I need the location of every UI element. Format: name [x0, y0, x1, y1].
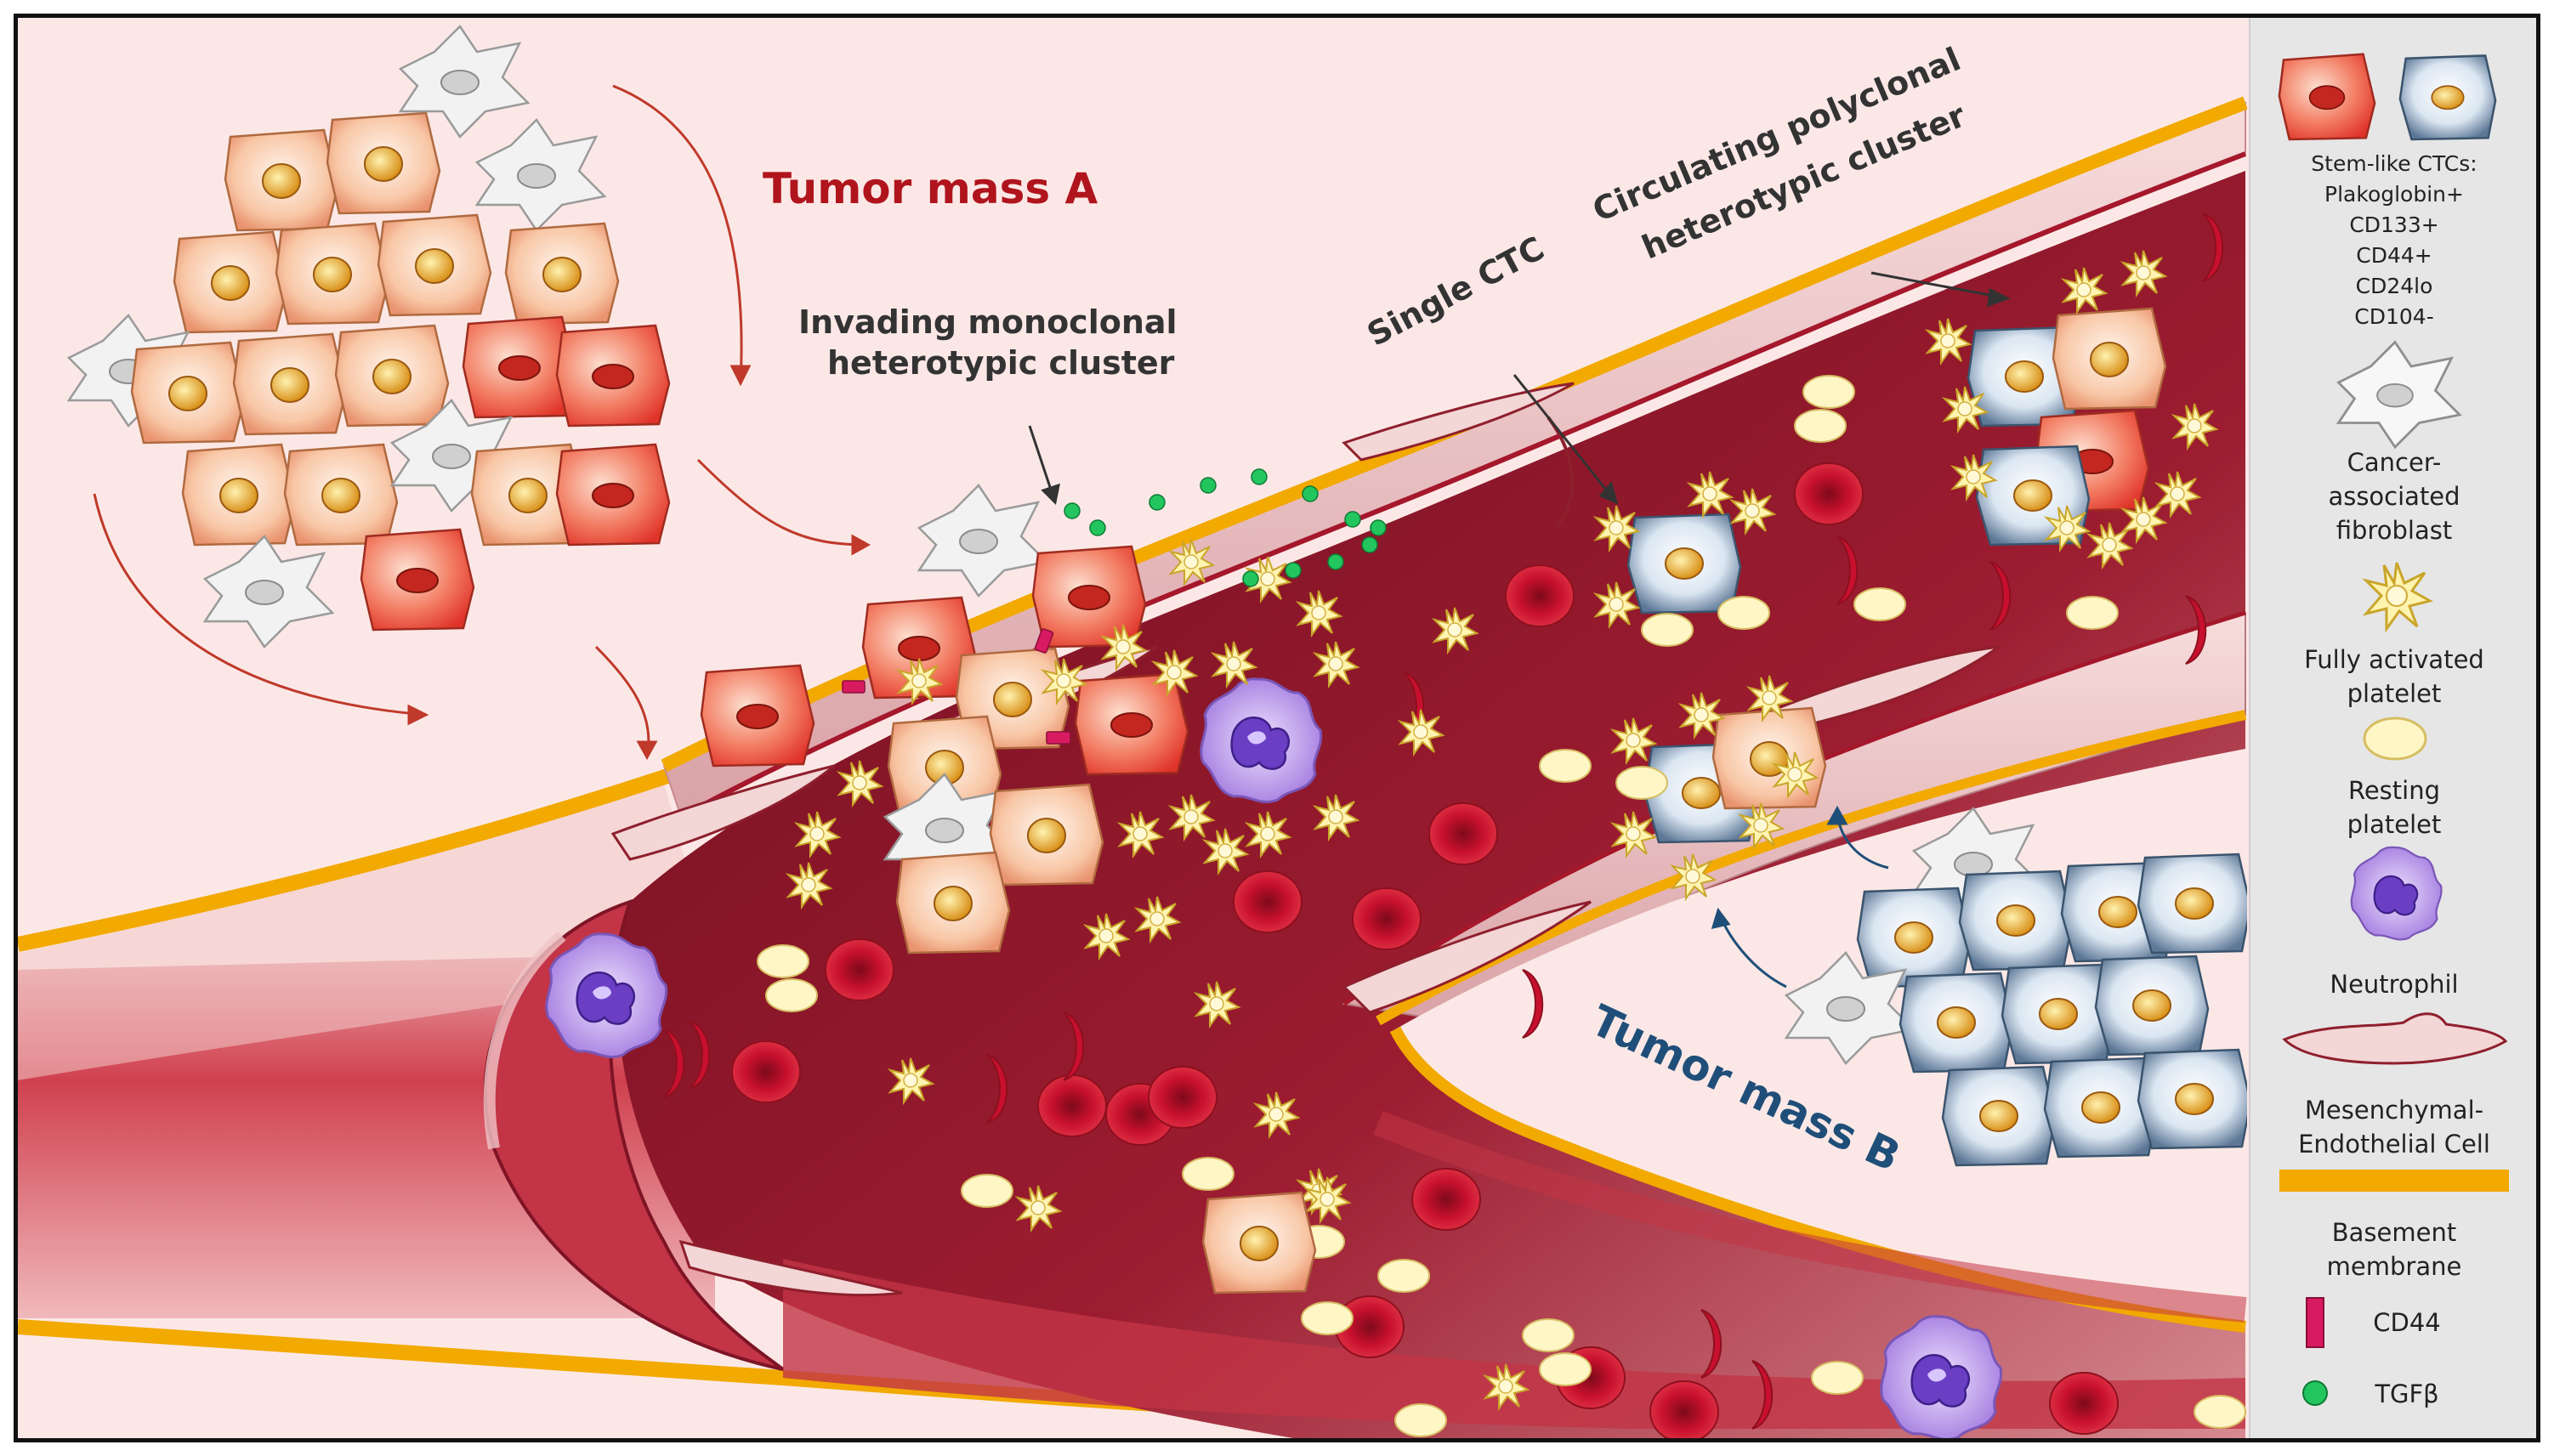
resting-platelet-icon — [2363, 717, 2427, 761]
label-tumor-mass-a: Tumor mass A — [763, 164, 1098, 213]
legend-icons — [2278, 53, 2509, 1406]
legend-resting-platelet-1: Resting — [2347, 776, 2440, 805]
label-invading-line1: Invading monoclonal — [798, 303, 1178, 341]
legend-stem-marker-2: CD133+ — [2349, 212, 2439, 237]
lumen-tumor-cell — [1201, 1191, 1317, 1295]
fibroblast-icon — [2335, 340, 2462, 450]
legend-fibroblast-3: fibroblast — [2335, 516, 2453, 545]
label-invading-line2: heterotypic cluster — [827, 344, 1175, 382]
legend-endothelial-1: Mesenchymal- — [2304, 1096, 2484, 1125]
tumor-cell-icon — [2278, 53, 2376, 141]
legend-fibroblast-1: Cancer- — [2347, 448, 2442, 477]
tumor-a-arrows — [93, 84, 871, 761]
neutrophil-icon — [2350, 846, 2443, 941]
legend-tgfb: TGFβ — [2375, 1380, 2439, 1408]
legend-basement-2: membrane — [2326, 1252, 2462, 1281]
figure-frame: Tumor mass A Invading monoclonal heterot… — [14, 14, 2540, 1442]
legend-cd44: CD44 — [2373, 1308, 2441, 1337]
legend-basement-1: Basement — [2331, 1218, 2457, 1247]
legend-stem-title: Stem-like CTCs: — [2311, 151, 2477, 176]
activated-platelet-icon — [2362, 562, 2433, 633]
tgfb-dots — [1064, 468, 1387, 587]
legend-neutrophil: Neutrophil — [2330, 970, 2459, 999]
scene — [18, 25, 2247, 1438]
tumor-mass-a — [67, 25, 671, 649]
endothelial-cell-icon — [2282, 1012, 2508, 1065]
legend-resting-platelet-2: platelet — [2347, 810, 2442, 839]
pointer-arrows — [1028, 271, 2011, 506]
legend-stem-marker-4: CD24lo — [2355, 274, 2433, 298]
basement-membrane-icon — [2279, 1170, 2509, 1192]
legend-activated-platelet-1: Fully activated — [2304, 645, 2484, 674]
stem-cell-icon — [2398, 54, 2497, 141]
cd44-icon — [2306, 1297, 2324, 1348]
legend-activated-platelet-2: platelet — [2347, 679, 2442, 708]
legend-endothelial-2: Endothelial Cell — [2298, 1130, 2490, 1159]
legend-stem-marker-1: Plakoglobin+ — [2324, 182, 2464, 207]
legend-stem-marker-3: CD44+ — [2356, 243, 2432, 268]
legend-stem-marker-5: CD104- — [2354, 304, 2434, 329]
tumor-b-arrows — [1711, 805, 1889, 989]
legend-panel: Stem-like CTCs: Plakoglobin+ CD133+ CD44… — [2249, 18, 2536, 1438]
legend-fibroblast-2: associated — [2328, 482, 2460, 511]
tgfb-icon — [2302, 1380, 2328, 1406]
